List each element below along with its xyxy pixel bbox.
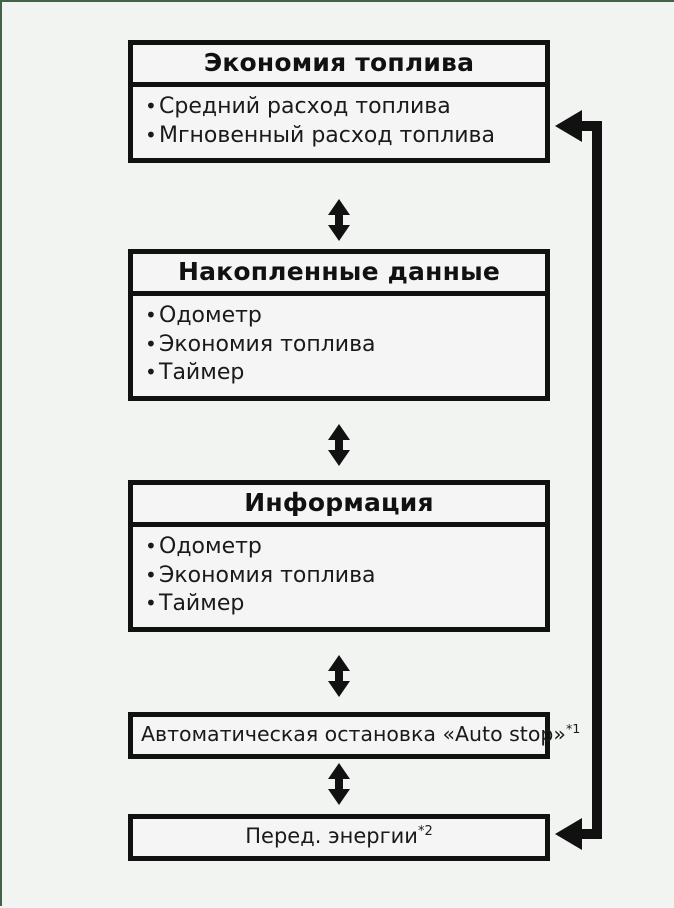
- bullet-icon: •: [145, 331, 157, 356]
- bullet-icon: •: [145, 591, 157, 616]
- bullet-icon: •: [145, 122, 157, 147]
- list-item[interactable]: • Одометр: [145, 302, 541, 331]
- list-item-label: Экономия топлива: [159, 331, 376, 357]
- node-fuel-economy-items: • Средний расход топлива • Мгновенный ра…: [133, 87, 545, 158]
- list-item-label: Таймер: [159, 360, 245, 386]
- node-accumulated-data[interactable]: Накопленные данные • Одометр • Экономия …: [128, 249, 550, 401]
- node-accumulated-data-items: • Одометр • Экономия топлива • Таймер: [133, 296, 545, 396]
- node-accumulated-data-title: Накопленные данные: [133, 254, 545, 296]
- node-auto-stop-text: Автоматическая остановка «Auto stop»: [141, 722, 566, 746]
- list-item[interactable]: • Экономия топлива: [145, 562, 541, 591]
- list-item-label: Средний расход топлива: [159, 94, 451, 119]
- node-information[interactable]: Информация • Одометр • Экономия топлива …: [128, 480, 550, 632]
- bullet-icon: •: [145, 534, 157, 558]
- list-item[interactable]: • Средний расход топлива: [145, 93, 541, 122]
- node-information-title: Информация: [133, 485, 545, 527]
- connector-information-to-auto-stop: [2, 654, 674, 698]
- node-information-items: • Одометр • Экономия топлива • Таймер: [133, 527, 545, 627]
- list-item[interactable]: • Экономия топлива: [145, 331, 541, 360]
- list-item-label: Одометр: [159, 534, 262, 559]
- list-item[interactable]: • Мгновенный расход топлива: [145, 122, 541, 151]
- bullet-icon: •: [145, 360, 157, 385]
- bullet-icon: •: [145, 94, 157, 118]
- list-item-label: Одометр: [159, 303, 262, 328]
- node-energy-transfer-label: Перед. энергии*2: [133, 819, 545, 856]
- list-item-label: Таймер: [159, 591, 245, 617]
- node-fuel-economy-title: Экономия топлива: [133, 45, 545, 87]
- connector-accumulated-data-to-information: [2, 423, 674, 467]
- node-auto-stop[interactable]: Автоматическая остановка «Auto stop»*1: [128, 712, 580, 759]
- list-item[interactable]: • Одометр: [145, 533, 541, 562]
- node-energy-transfer-text: Перед. энергии: [245, 824, 418, 848]
- list-item-label: Экономия топлива: [159, 562, 376, 588]
- node-energy-transfer[interactable]: Перед. энергии*2: [128, 814, 550, 861]
- bullet-icon: •: [145, 303, 157, 327]
- connector-auto-stop-to-energy-transfer: [2, 762, 674, 806]
- list-item[interactable]: • Таймер: [145, 359, 541, 388]
- list-item-label: Мгновенный расход топлива: [159, 122, 496, 148]
- bullet-icon: •: [145, 562, 157, 587]
- node-auto-stop-footnote: *1: [565, 721, 581, 737]
- node-energy-transfer-footnote: *2: [417, 824, 433, 839]
- node-fuel-economy[interactable]: Экономия топлива • Средний расход топлив…: [128, 40, 550, 164]
- node-auto-stop-label: Автоматическая остановка «Auto stop»*1: [133, 717, 580, 754]
- list-item[interactable]: • Таймер: [145, 590, 541, 619]
- connector-fuel-economy-to-accumulated-data: [2, 198, 674, 242]
